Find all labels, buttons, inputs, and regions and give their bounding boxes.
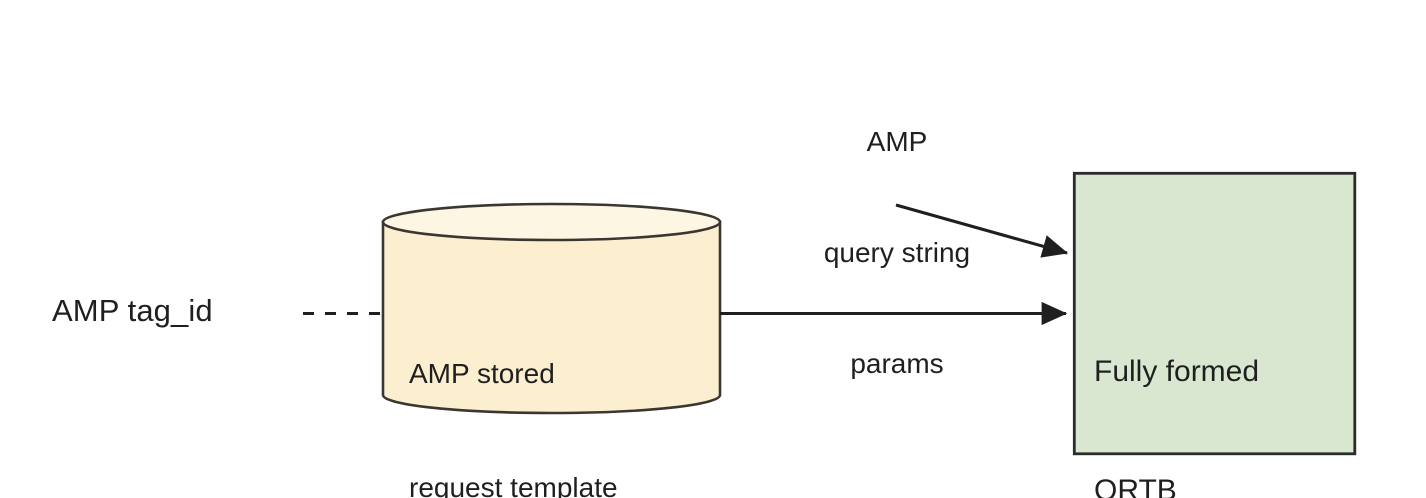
label-line-amp: AMP [866, 125, 928, 157]
label-line-amp-stored: AMP stored [409, 358, 555, 390]
cylinder-shape-amp-stored-request-template [381, 202, 722, 415]
label-line-request-template: request template [409, 472, 618, 498]
label-fully-formed-ortb: Fully formed ORTB [1094, 272, 1259, 498]
label-line-ortb: ORTB [1094, 474, 1177, 498]
rectangle-shape-fully-formed-ortb [1072, 171, 1357, 456]
label-line-params: params [850, 347, 944, 379]
label-amp-stored-request-template: AMP stored request template [409, 279, 618, 498]
label-amp-tag-id: AMP tag_id [52, 293, 213, 328]
cylinder-top-ellipse [381, 202, 722, 242]
edge-params-to-ortb [895, 203, 1069, 258]
label-line-query-string: query string [823, 236, 971, 268]
label-line-fully-formed: Fully formed [1094, 354, 1260, 388]
cylinder-body [381, 220, 722, 415]
label-amp-query-string-params: AMP query string params [797, 50, 997, 456]
